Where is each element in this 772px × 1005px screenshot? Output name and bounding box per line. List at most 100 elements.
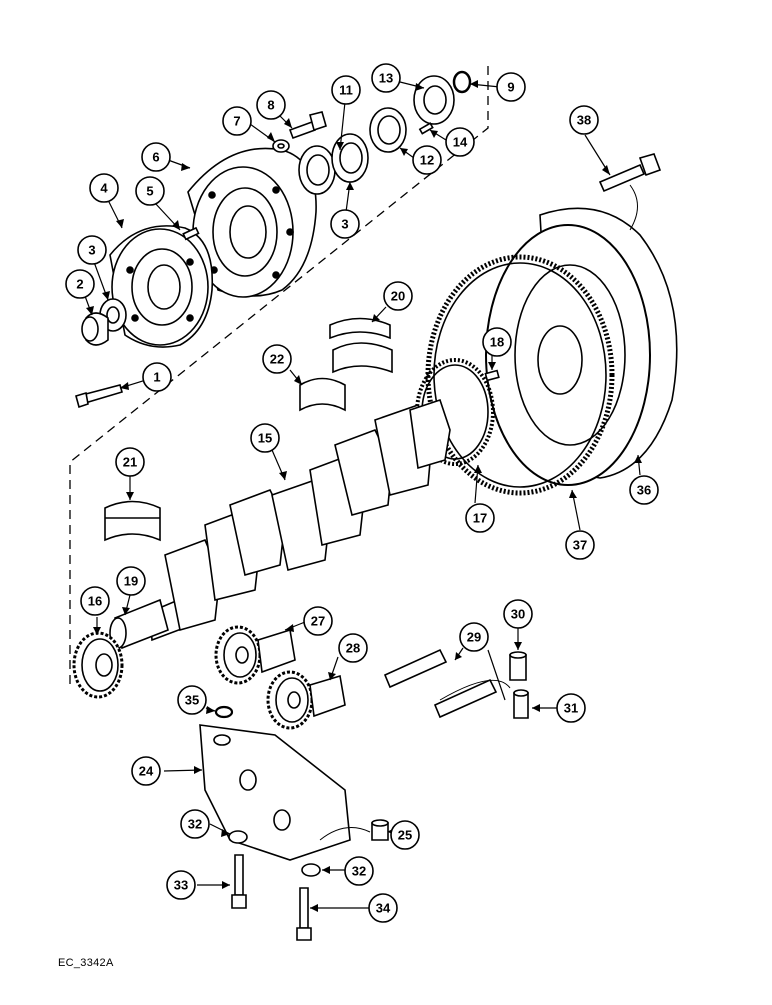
- part-16-crank-gear: [72, 631, 124, 699]
- part-36-flywheel: [485, 207, 678, 486]
- callout-c3a: 3: [77, 235, 107, 265]
- part-5-dowel-pin: [182, 226, 200, 241]
- callout-c34: 34: [368, 893, 398, 923]
- part-35-o-ring: [214, 705, 234, 719]
- callout-c18: 18: [482, 327, 512, 357]
- part-20-bearing-shells: [329, 317, 393, 374]
- callout-circle: [222, 106, 252, 136]
- part-32-washer-a: [228, 830, 248, 844]
- callout-number: 17: [473, 511, 487, 526]
- callout-number: 14: [453, 135, 468, 150]
- callout-c13: 13: [371, 63, 401, 93]
- callout-circle: [256, 90, 286, 120]
- callout-circle: [116, 566, 146, 596]
- part-38-flywheel-bolt: [598, 153, 662, 231]
- callout-number: 16: [88, 594, 102, 609]
- callout-c19: 19: [116, 566, 146, 596]
- part-32-washer-b: [301, 863, 321, 877]
- callout-c6: 6: [141, 142, 171, 172]
- callout-number: 3: [341, 217, 348, 232]
- callout-number: 36: [637, 483, 651, 498]
- part-18-dowel: [484, 369, 500, 382]
- callout-circle: [331, 75, 361, 105]
- callout-circle: [250, 423, 280, 453]
- callout-c35: 35: [177, 685, 207, 715]
- callout-circle: [371, 63, 401, 93]
- callout-number: 24: [139, 764, 154, 779]
- part-1-bolt: [75, 384, 123, 409]
- callout-number: 2: [76, 277, 83, 292]
- callout-circle: [565, 530, 595, 560]
- callout-number: 28: [346, 641, 360, 656]
- callout-number: 12: [420, 153, 434, 168]
- callout-c4: 4: [89, 173, 119, 203]
- callout-c36: 36: [629, 475, 659, 505]
- callout-number: 34: [376, 901, 391, 916]
- callout-circle: [390, 820, 420, 850]
- part-27-gear-assembly: [214, 625, 296, 685]
- part-33-bolt: [231, 854, 247, 909]
- callout-number: 3: [88, 243, 95, 258]
- part-29-shafts: [383, 648, 498, 719]
- arrowheads: [86, 80, 642, 912]
- callout-circle: [89, 173, 119, 203]
- callout-c27: 27: [303, 606, 333, 636]
- part-14-pin: [418, 122, 434, 135]
- callout-c37: 37: [565, 530, 595, 560]
- callout-c22: 22: [262, 344, 292, 374]
- callout-c7: 7: [222, 106, 252, 136]
- callout-circle: [262, 344, 292, 374]
- callout-c15: 15: [250, 423, 280, 453]
- callout-number: 32: [352, 864, 366, 879]
- part-7-washer: [272, 139, 290, 153]
- part-3-second-spacer: [331, 133, 369, 183]
- callout-number: 25: [398, 828, 412, 843]
- callout-c24: 24: [131, 756, 161, 786]
- callout-c1: 1: [142, 362, 172, 392]
- part-22-bearing-shell: [299, 377, 346, 412]
- callout-c14: 14: [445, 127, 475, 157]
- callout-number: 37: [573, 538, 587, 553]
- callout-number: 7: [233, 114, 240, 129]
- callout-c12: 12: [412, 145, 442, 175]
- callout-c25: 25: [390, 820, 420, 850]
- callout-c5: 5: [135, 176, 165, 206]
- callout-number: 11: [339, 83, 353, 98]
- callout-circle: [344, 856, 374, 886]
- callout-circle: [383, 281, 413, 311]
- callout-circle: [338, 633, 368, 663]
- callout-number: 38: [577, 113, 591, 128]
- callout-circle: [496, 72, 526, 102]
- callout-circle: [482, 327, 512, 357]
- callout-circle: [368, 893, 398, 923]
- drawing-code-label: EC_3342A: [58, 957, 114, 969]
- callout-circle: [303, 606, 333, 636]
- part-8-bolt: [288, 111, 327, 140]
- callout-circle: [141, 142, 171, 172]
- callout-c32b: 32: [344, 856, 374, 886]
- part-11-oil-seal: [298, 145, 336, 195]
- callout-c16: 16: [80, 586, 110, 616]
- part-9-o-ring: [452, 70, 472, 94]
- callout-number: 20: [391, 289, 405, 304]
- callout-number: 1: [153, 370, 160, 385]
- callout-circle: [629, 475, 659, 505]
- part-12-retainer-ring: [369, 107, 407, 153]
- callout-circle: [459, 622, 489, 652]
- callout-number: 6: [152, 150, 159, 165]
- part-15-crankshaft: [149, 398, 451, 642]
- callout-c20: 20: [383, 281, 413, 311]
- callout-c38: 38: [569, 105, 599, 135]
- callout-c3b: 3: [330, 209, 360, 239]
- part-25-sleeve: [371, 819, 389, 841]
- callout-c30: 30: [503, 599, 533, 629]
- callout-circle: [80, 586, 110, 616]
- callout-c29: 29: [459, 622, 489, 652]
- callout-number: 22: [270, 352, 284, 367]
- callout-circle: [330, 209, 360, 239]
- part-21-bearing-shell: [104, 500, 161, 542]
- callout-circle: [180, 809, 210, 839]
- part-13-seal-cover: [413, 75, 455, 125]
- callout-circle: [131, 756, 161, 786]
- callout-c33: 33: [166, 870, 196, 900]
